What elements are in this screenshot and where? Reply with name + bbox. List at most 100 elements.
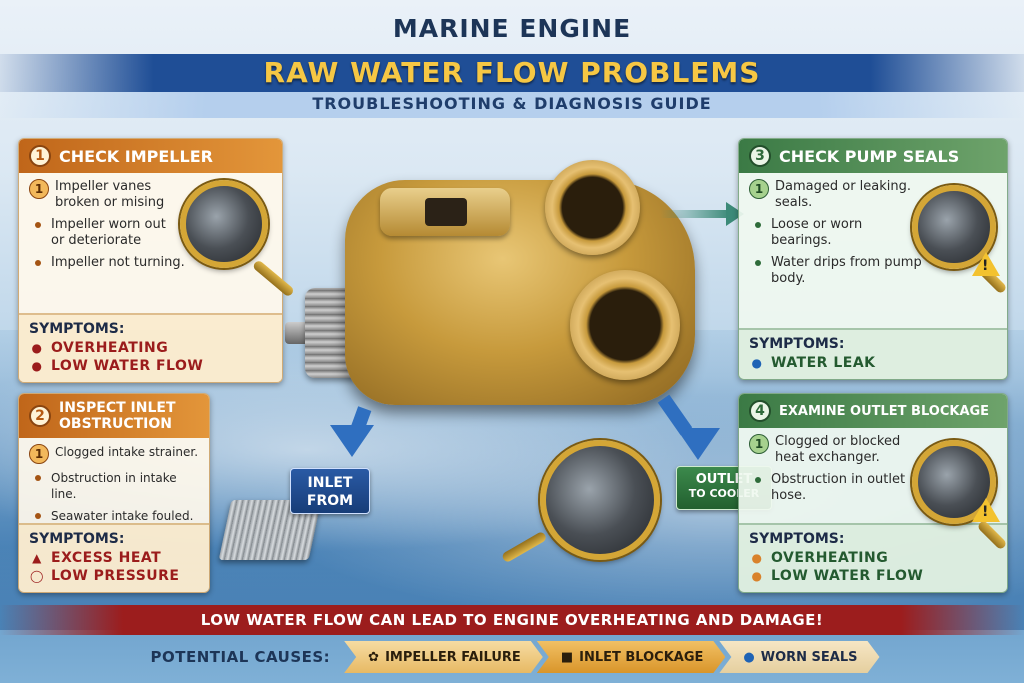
drop-icon: ● [31,359,43,373]
panel3-header: 3 CHECK PUMP SEALS [739,139,1007,173]
bullet-icon [755,260,761,266]
bullet-icon [35,513,41,519]
list-item: Impeller not turning. [29,255,242,271]
item-number: 1 [749,434,769,454]
list-item-text: Impeller not turning. [51,255,185,270]
impeller-icon: ✿ [368,649,380,665]
list-item-text: Impeller worn out or deteriorate [51,217,166,248]
symptom-item: ● OVERHEATING [29,340,272,356]
page-subtitle: TROUBLESHOOTING & DIAGNOSIS GUIDE [312,94,712,113]
panel2-number: 2 [29,405,51,427]
symptom-item: ● WATER LEAK [749,355,997,371]
potential-causes-bar: POTENTIAL CAUSES: ✿ IMPELLER FAILURE ■ I… [0,637,1024,677]
bullet-icon [755,222,761,228]
inlet-arrow-icon [330,425,374,457]
item-number: 1 [29,179,49,199]
warning-mark: ! [982,504,989,520]
symptom-text: OVERHEATING [771,550,889,566]
header-title-band: RAW WATER FLOW PROBLEMS [0,54,1024,92]
item-number: 1 [29,444,49,464]
panel3-number: 3 [749,145,771,167]
header-subtitle-band [0,92,1024,118]
drop-icon: ● [751,356,763,370]
outlet-arrow-icon [676,428,720,460]
list-item-text: Water drips from pump body. [771,255,922,286]
list-item-text: Clogged intake strainer. [55,445,199,459]
cause-chip: ✿ IMPELLER FAILURE [344,641,543,673]
pump-window [425,198,467,226]
bullet-icon [35,260,41,266]
cause-text: IMPELLER FAILURE [385,649,521,665]
pump-top-port [545,160,640,255]
symptom-item: ◯ LOW PRESSURE [29,568,199,584]
panel3-symptoms: SYMPTOMS: ● WATER LEAK [739,328,1007,379]
cause-text: WORN SEALS [760,649,858,665]
panel1-symptoms: SYMPTOMS: ● OVERHEATING ● LOW WATER FLOW [19,313,282,382]
list-item: 1 Damaged or leaking. seals. [749,179,927,211]
panel1-title: CHECK IMPELLER [59,146,213,166]
list-item-text: Seawater intake fouled. [51,509,194,523]
panel4-number: 4 [749,400,771,422]
inlet-label-text: INLET FROM [306,475,354,509]
list-item: 1 Impeller vanes broken or mising [29,179,182,211]
warning-mark: ! [982,258,989,274]
list-item: Obstruction in outlet hose. [749,472,907,504]
symptom-item: ● OVERHEATING [749,550,997,566]
drop-icon: ● [743,649,755,665]
pump-top-housing [380,188,510,236]
list-item: Seawater intake fouled. [29,508,199,524]
symptom-text: WATER LEAK [771,355,876,371]
panel-examine-outlet: 4 EXAMINE OUTLET BLOCKAGE 1 Clogged or b… [738,393,1008,593]
list-item: 1 Clogged intake strainer. [29,444,199,464]
panel4-title: EXAMINE OUTLET BLOCKAGE [779,403,990,419]
list-item-text: Obstruction in outlet hose. [771,472,906,503]
warning-icon [972,498,1000,522]
cause-text: INLET BLOCKAGE [579,649,704,665]
symptom-text: OVERHEATING [51,340,169,356]
list-item-text: Impeller vanes broken or mising [55,179,165,210]
drop-icon: ● [31,341,43,355]
symptom-text: LOW WATER FLOW [51,358,204,374]
list-item: 1 Clogged or blocked heat exchanger. [749,434,927,466]
panel2-title: INSPECT INLET OBSTRUCTION [59,400,176,432]
panel1-number: 1 [29,145,51,167]
drop-icon: ● [751,569,763,583]
inlet-label: INLET FROM [290,468,370,514]
impeller-closeup-magnifier [540,440,660,560]
panel4-symptoms: SYMPTOMS: ● OVERHEATING ● LOW WATER FLOW [739,523,1007,592]
symptoms-label: SYMPTOMS: [29,321,125,337]
bullet-icon [35,475,41,481]
cause-chip: ■ INLET BLOCKAGE [537,641,726,673]
symptoms-label: SYMPTOMS: [749,531,845,547]
list-item: Loose or worn bearings. [749,217,907,249]
panel1-header: 1 CHECK IMPELLER [19,139,282,173]
panel4-header: 4 EXAMINE OUTLET BLOCKAGE [739,394,1007,428]
symptom-text: LOW PRESSURE [51,568,180,584]
list-item: Water drips from pump body. [749,255,947,287]
panel-check-impeller: 1 CHECK IMPELLER 1 Impeller vanes broken… [18,138,283,383]
symptoms-label: SYMPTOMS: [29,531,125,547]
bullet-icon [35,222,41,228]
gauge-icon: ◯ [30,569,44,583]
symptom-item: ● LOW WATER FLOW [29,358,272,374]
drop-icon: ● [751,551,763,565]
causes-label: POTENTIAL CAUSES: [150,648,331,666]
header-line1: MARINE ENGINE [392,14,632,43]
list-item: Impeller worn out or deteriorate [29,217,182,249]
cause-chip: ● WORN SEALS [719,641,879,673]
debris-icon: ■ [560,649,574,665]
page-title: RAW WATER FLOW PROBLEMS [263,56,761,89]
panel-inspect-inlet: 2 INSPECT INLET OBSTRUCTION 1 Clogged in… [18,393,210,593]
symptom-item: ▲ EXCESS HEAT [29,550,199,566]
panel2-symptoms: SYMPTOMS: ▲ EXCESS HEAT ◯ LOW PRESSURE [19,523,209,592]
warning-icon [972,252,1000,276]
list-item: Obstruction in intake line. [29,470,199,502]
flame-icon: ▲ [32,551,42,565]
impeller-magnifier [180,180,268,268]
list-item-text: Obstruction in intake line. [51,471,177,501]
warning-banner: LOW WATER FLOW CAN LEAD TO ENGINE OVERHE… [0,605,1024,635]
panel3-title: CHECK PUMP SEALS [779,146,960,166]
symptom-text: EXCESS HEAT [51,550,162,566]
symptom-text: LOW WATER FLOW [771,568,924,584]
panel2-header: 2 INSPECT INLET OBSTRUCTION [19,394,209,438]
